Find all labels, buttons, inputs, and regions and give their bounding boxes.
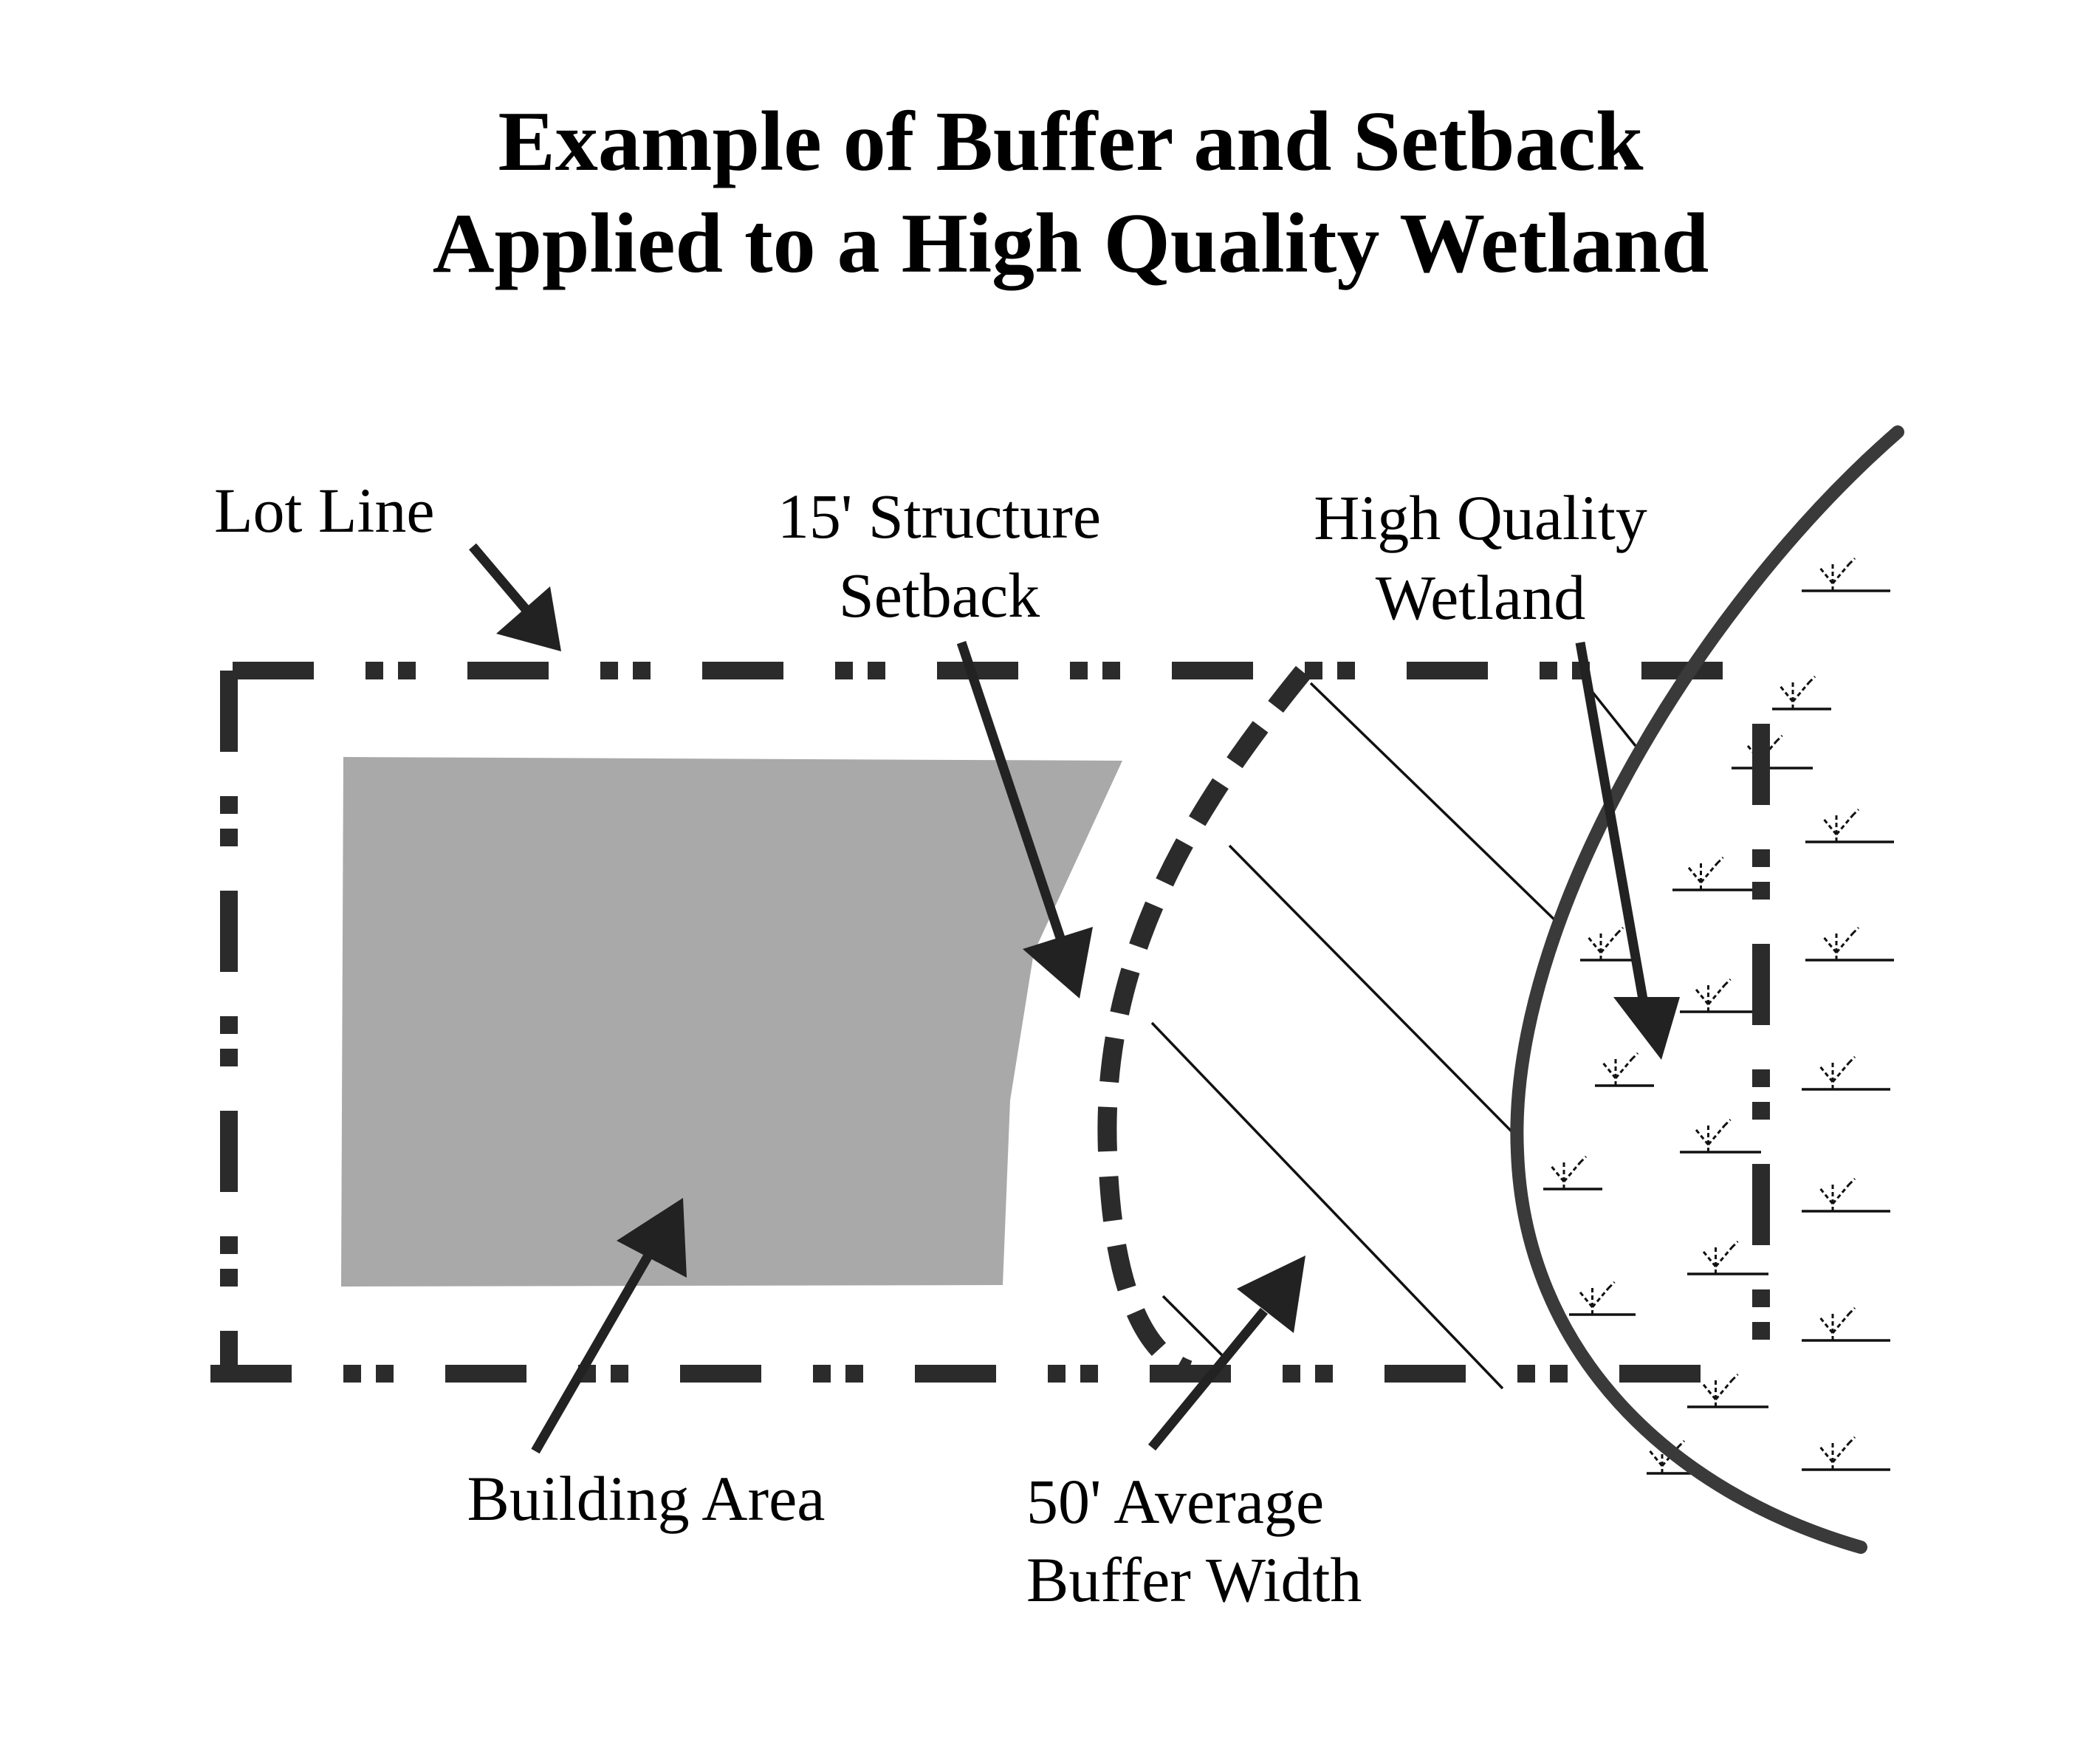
marsh-symbol-sprig — [1778, 675, 1816, 709]
wetland-edge-line — [1510, 425, 1904, 1554]
setback-label-line-1: 15' Structure — [778, 481, 1101, 552]
setback-arrow-head — [1023, 927, 1093, 998]
setback-arrow-shaft — [956, 640, 1066, 940]
lot-line-boundary — [210, 662, 1770, 1383]
marsh-symbol-sprig — [1818, 1306, 1856, 1340]
hatch-line — [1590, 689, 1637, 747]
building-arrow-shaft — [531, 1253, 653, 1454]
title-line-1: Example of Buffer and Setback — [498, 95, 1644, 189]
buffer-hatching — [1150, 682, 1637, 1390]
marsh-symbol-sprig — [1822, 808, 1860, 842]
structure-setback-line — [1097, 665, 1311, 1380]
hatch-line — [1161, 1295, 1227, 1360]
marsh-symbol-sprig — [1694, 1118, 1732, 1152]
wetland-label-line-2: Wetland — [1376, 562, 1585, 633]
marsh-symbol-sprig — [1701, 1240, 1739, 1274]
marsh-symbol-sprig — [1586, 926, 1624, 960]
building-area-shape — [341, 757, 1122, 1287]
lot-line-arrow-head — [496, 586, 561, 651]
building-arrow-head — [617, 1198, 687, 1278]
marsh-symbol-sprig — [1818, 1055, 1856, 1089]
buffer-label-line-2: Buffer Width — [1026, 1544, 1362, 1615]
wetland-arrow-shaft — [1575, 641, 1650, 1013]
marsh-symbol-sprig — [1601, 1052, 1639, 1086]
buffer-label-line-1: 50' Average — [1026, 1466, 1324, 1537]
hatch-line — [1309, 682, 1559, 925]
marsh-symbol-sprig — [1686, 856, 1724, 890]
title-line-2: Applied to a High Quality Wetland — [433, 196, 1709, 291]
lot-line-arrow-shaft — [469, 543, 534, 618]
buffer-arrow-shaft — [1147, 1307, 1269, 1451]
marsh-symbol-sprig — [1578, 1281, 1616, 1315]
wetland-label-line-1: High Quality — [1314, 482, 1647, 553]
marsh-symbol-sprig — [1818, 1177, 1856, 1211]
marsh-symbol-sprig — [1818, 1436, 1856, 1470]
marsh-symbol-sprig — [1694, 978, 1732, 1012]
arrows — [469, 543, 1680, 1454]
marsh-symbol-sprig — [1822, 926, 1860, 960]
marsh-symbol-sprig — [1647, 1439, 1686, 1473]
marsh-symbol-sprig — [1549, 1155, 1588, 1189]
wetland-arrow-head — [1613, 997, 1680, 1060]
setback-label-line-2: Setback — [839, 560, 1040, 631]
marsh-symbol-sprig — [1818, 557, 1856, 591]
buffer-arrow-head — [1237, 1255, 1305, 1333]
building-area-label: Building Area — [467, 1463, 826, 1534]
hatch-line — [1228, 844, 1519, 1139]
hatch-line — [1150, 1021, 1504, 1390]
lot-line-label: Lot Line — [214, 475, 435, 546]
marsh-symbol-sprig — [1701, 1373, 1739, 1407]
